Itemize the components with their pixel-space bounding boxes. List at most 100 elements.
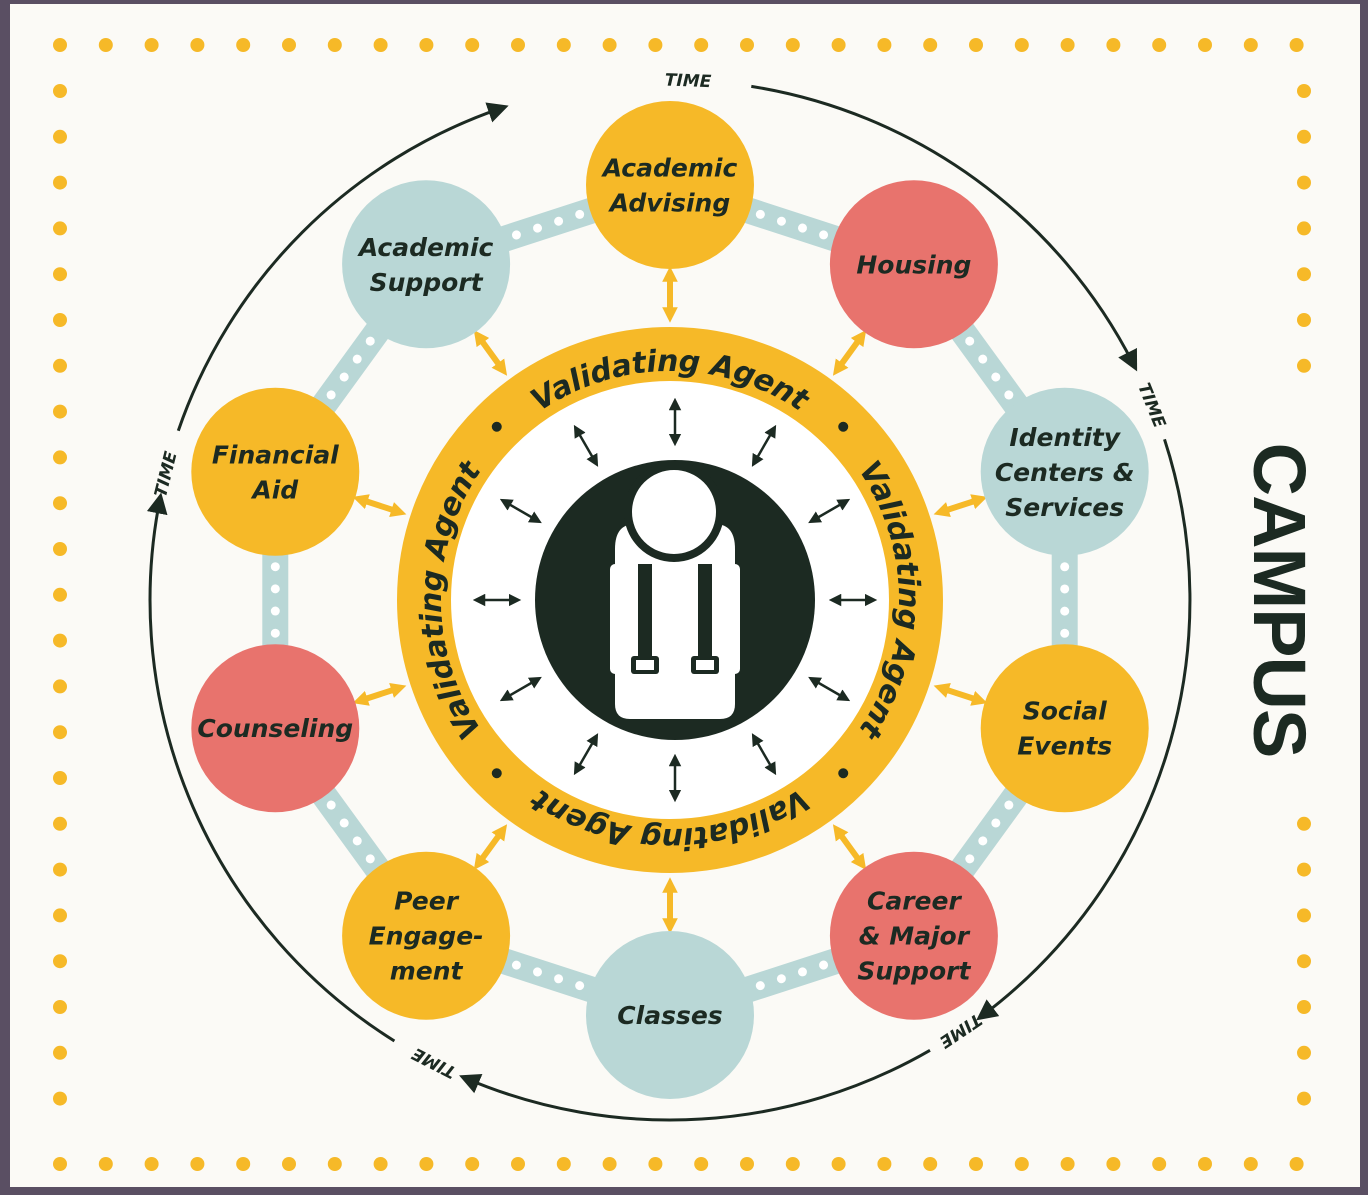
chain-link <box>938 769 1040 895</box>
time-label: TIME <box>151 449 182 499</box>
border-dot <box>53 358 67 373</box>
border-dot <box>373 38 388 52</box>
service-label: Aid <box>250 475 299 504</box>
double-arrow-gold <box>352 494 407 517</box>
double-arrow-dark <box>751 424 777 467</box>
border-dot <box>53 862 67 877</box>
border-dot <box>1297 358 1311 373</box>
ring-separator-dots <box>491 421 849 779</box>
dotted-border <box>53 38 1311 1171</box>
border-dot <box>53 908 67 923</box>
border-dot <box>98 38 113 52</box>
border-dot <box>53 38 67 52</box>
time-label: TIME <box>1133 380 1169 431</box>
service-label: Identity <box>1009 423 1121 452</box>
border-dot <box>1198 38 1212 52</box>
service-circle <box>829 180 998 349</box>
service-label: Financial <box>212 440 339 469</box>
border-dot <box>53 1000 67 1014</box>
border-dot <box>53 725 67 740</box>
border-dot <box>53 450 67 465</box>
border-dot <box>1297 84 1311 98</box>
service-housing: Housing <box>829 180 998 349</box>
time-arrow <box>751 84 1138 372</box>
chain-link <box>723 191 861 259</box>
chain-link <box>1051 531 1078 669</box>
border-dot <box>1014 1157 1029 1171</box>
service-label: Academic <box>357 233 494 262</box>
double-arrow-dark <box>573 733 599 776</box>
border-dot <box>53 1157 67 1171</box>
border-dot <box>602 1157 617 1171</box>
border-dot <box>1106 1157 1121 1171</box>
service-chain-links <box>262 191 1078 1009</box>
ring-dot <box>491 768 502 779</box>
border-dot <box>511 1157 525 1171</box>
double-arrow-dark <box>499 676 542 702</box>
service-label: Career <box>867 887 962 916</box>
chain-link <box>479 191 617 259</box>
border-dot <box>53 679 67 694</box>
border-dot <box>1198 1157 1212 1171</box>
border-dot <box>373 1157 388 1171</box>
border-dot <box>53 816 67 831</box>
service-label: Housing <box>856 250 971 279</box>
border-dot <box>877 38 892 52</box>
border-dot <box>1289 38 1304 52</box>
border-dot <box>53 129 67 144</box>
border-dot <box>740 1157 754 1171</box>
border-dot <box>53 1091 67 1106</box>
border-dot <box>511 38 525 52</box>
service-circle <box>342 851 511 1020</box>
border-dot <box>53 267 67 282</box>
double-arrow-gold <box>933 494 988 517</box>
border-dot <box>53 175 67 190</box>
service-label: Support <box>857 957 971 986</box>
border-dot <box>53 404 67 419</box>
border-dot <box>419 38 434 52</box>
border-dot <box>236 38 251 52</box>
border-dot <box>648 1157 663 1171</box>
border-dot <box>53 496 67 511</box>
time-label: TIME <box>409 1043 460 1082</box>
border-dot <box>1060 1157 1075 1171</box>
service-circle <box>191 644 360 813</box>
double-arrow-dark <box>751 733 777 776</box>
time-label: TIME <box>935 1009 985 1052</box>
chain-link <box>938 305 1040 431</box>
border-dot <box>53 633 67 648</box>
time-arrow <box>976 438 1192 1021</box>
double-arrow-gold <box>832 329 867 376</box>
service-circle <box>980 387 1149 556</box>
student-connection-arrows <box>472 397 878 803</box>
border-dot <box>556 38 571 52</box>
border-dot <box>1014 38 1029 52</box>
service-circle <box>980 644 1149 813</box>
border-dot <box>1297 175 1311 190</box>
border-dot <box>1106 38 1121 52</box>
border-dot <box>144 38 159 52</box>
border-dot <box>694 1157 709 1171</box>
border-dot <box>648 38 663 52</box>
double-arrow-gold <box>832 824 867 871</box>
double-arrow-gold <box>473 824 508 871</box>
service-label: Services <box>1005 493 1124 522</box>
service-circle <box>342 180 511 349</box>
border-dot <box>465 1157 480 1171</box>
border-dot <box>1297 908 1311 923</box>
border-dot <box>740 38 754 52</box>
border-dot <box>1243 38 1258 52</box>
service-label: Counseling <box>197 714 353 743</box>
border-dot <box>923 38 938 52</box>
service-circle <box>586 101 754 269</box>
border-dot <box>144 1157 159 1171</box>
border-dot <box>602 38 617 52</box>
time-label: TIME <box>665 70 713 92</box>
border-dot <box>1243 1157 1258 1171</box>
